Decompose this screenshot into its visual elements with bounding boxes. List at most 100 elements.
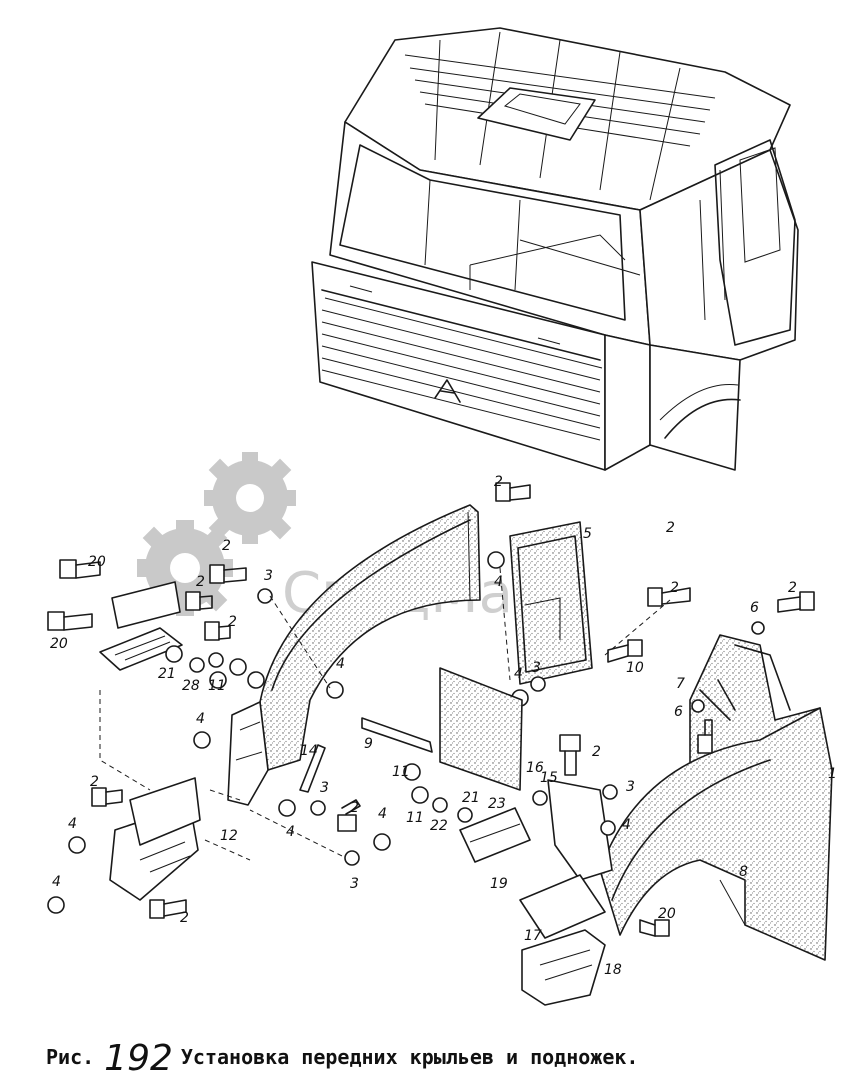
part-label: 17 xyxy=(524,928,542,944)
figure-caption: Рис. 192 Установка передних крыльев и подн… xyxy=(46,1032,639,1079)
nut-icon xyxy=(68,836,86,854)
bolt-icon xyxy=(495,482,531,502)
part-label: 15 xyxy=(540,770,558,786)
part-label: 12 xyxy=(220,828,238,844)
part-label: 10 xyxy=(626,660,644,676)
part-label: 4 xyxy=(378,806,387,822)
washer-icon xyxy=(602,784,618,800)
part-label: 2 xyxy=(90,774,99,790)
nut-icon xyxy=(403,763,421,781)
part-label: 4 xyxy=(286,824,295,840)
washer-icon xyxy=(432,797,448,813)
caption-title: Установка передних крыльев и подножек. xyxy=(180,1045,639,1069)
bolt-icon xyxy=(209,564,247,584)
part-label: 8 xyxy=(739,864,748,880)
part-label: 21 xyxy=(158,666,176,682)
part-label: 2 xyxy=(196,574,205,590)
washer-icon xyxy=(457,807,473,823)
washer-icon xyxy=(310,800,326,816)
gear-icon xyxy=(204,452,296,544)
bolt-icon xyxy=(337,799,361,832)
part-label: 4 xyxy=(196,711,205,727)
bolt-icon xyxy=(91,787,123,807)
part-label: 23 xyxy=(488,796,506,812)
part-label: 6 xyxy=(750,600,759,616)
figure-number: 192 xyxy=(104,1038,173,1079)
right-fender-assembly xyxy=(459,591,833,1006)
part-label: 4 xyxy=(514,666,523,682)
part-label: 3 xyxy=(350,876,359,892)
part-label: 4 xyxy=(52,874,61,890)
nut-icon xyxy=(411,786,429,804)
bolt-icon xyxy=(777,591,815,613)
bolt-icon xyxy=(149,899,187,919)
part-label: 11 xyxy=(392,764,410,780)
part-label: 4 xyxy=(494,574,503,590)
washer-icon xyxy=(344,850,360,866)
bolt-icon xyxy=(647,587,691,607)
part-label: 16 xyxy=(526,760,544,776)
nut-icon xyxy=(193,731,211,749)
part-label: 2 xyxy=(670,580,679,596)
nut-icon xyxy=(47,896,65,914)
brand-logo xyxy=(434,379,461,403)
part-label: 21 xyxy=(462,790,480,806)
washer-icon xyxy=(165,645,183,663)
part-label: 2 xyxy=(228,614,237,630)
bolt-icon xyxy=(697,719,713,754)
nut-icon xyxy=(373,833,391,851)
part-label: 2 xyxy=(788,580,797,596)
part-label: 1 xyxy=(828,766,837,782)
part-callouts: 1 2 2 2 2 2 2 2 2 2 2 2 3 3 3 3 3 4 4 4 … xyxy=(50,474,837,978)
part-label: 2 xyxy=(350,800,359,816)
bolt-icon xyxy=(59,559,101,579)
part-label: 2 xyxy=(180,910,189,926)
truck-cab xyxy=(311,27,799,471)
caption-prefix: Рис. xyxy=(46,1045,95,1069)
part-label: 18 xyxy=(604,962,622,978)
bolt-icon xyxy=(47,611,93,631)
part-label: 5 xyxy=(583,526,592,542)
washer-icon xyxy=(530,676,546,692)
nut-icon xyxy=(229,658,247,676)
part-label: 11 xyxy=(208,678,226,694)
part-label: 2 xyxy=(222,538,231,554)
part-label: 20 xyxy=(658,906,676,922)
nut-icon xyxy=(487,551,505,569)
part-label: 2 xyxy=(494,474,503,490)
nut-icon xyxy=(326,681,344,699)
bolt-icon xyxy=(204,621,231,641)
part-label: 3 xyxy=(532,660,541,676)
part-label: 3 xyxy=(626,779,635,795)
part-label: 9 xyxy=(364,736,373,752)
part-label: 4 xyxy=(336,656,345,672)
part-label: 4 xyxy=(622,817,631,833)
bolt-icon xyxy=(185,591,213,611)
washer-icon xyxy=(189,657,205,673)
washer-icon xyxy=(751,621,765,635)
part-label: 11 xyxy=(406,810,424,826)
part-label: 3 xyxy=(320,780,329,796)
washer-icon xyxy=(691,699,705,713)
nut-icon xyxy=(600,820,616,836)
part-label: 28 xyxy=(182,678,200,694)
part-label: 6 xyxy=(674,704,683,720)
part-label: 14 xyxy=(300,743,318,759)
washer-icon xyxy=(257,588,273,604)
washer-icon xyxy=(532,790,548,806)
nut-icon xyxy=(247,671,265,689)
part-label: 20 xyxy=(88,554,106,570)
part-label: 4 xyxy=(68,816,77,832)
left-fender-assembly xyxy=(227,482,691,806)
part-label: 22 xyxy=(430,818,448,834)
part-label: 2 xyxy=(592,744,601,760)
bolt-icon xyxy=(559,734,581,776)
part-label: 2 xyxy=(666,520,675,536)
bolt-icon xyxy=(639,919,670,937)
part-label: 19 xyxy=(490,876,508,892)
washer-icon xyxy=(208,652,224,668)
bolt-icon xyxy=(607,639,643,663)
part-label: 7 xyxy=(676,676,685,692)
left-step-assembly xyxy=(47,559,473,919)
